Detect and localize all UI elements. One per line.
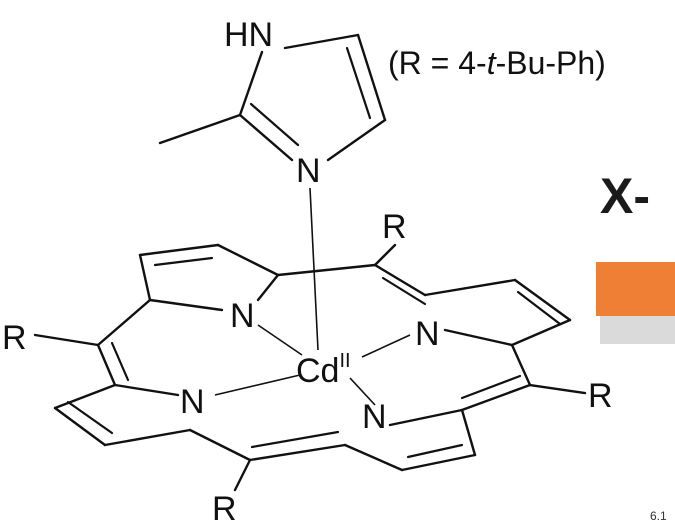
coordination-bonds <box>214 187 411 406</box>
atom-labels: HN N N N N N CdII R R R R <box>2 16 613 528</box>
bond <box>248 443 347 462</box>
bond <box>216 243 280 277</box>
substituent-definition: (R = 4-t-Bu-Ph) <box>388 45 606 81</box>
bond <box>148 298 224 312</box>
bond-cd-imidazole-n <box>309 187 319 351</box>
bond-double <box>153 256 214 267</box>
accent-bar <box>596 262 675 316</box>
substituent-r-left: R <box>2 319 27 357</box>
atom-n-bottom: N <box>362 398 387 436</box>
note-close: -Bu-Ph) <box>496 45 606 81</box>
bond-c2-nh <box>238 50 264 117</box>
bond <box>388 408 464 427</box>
bond <box>400 453 477 472</box>
bond <box>138 253 152 302</box>
bond-methyl <box>158 113 242 145</box>
bond <box>276 263 377 277</box>
bond-double <box>110 341 130 382</box>
bond <box>510 343 532 387</box>
bond-double <box>406 443 464 459</box>
bond <box>513 278 572 322</box>
bond-double <box>250 430 340 449</box>
bond-r-top <box>373 243 397 267</box>
atom-imidazole-n: N <box>296 152 321 190</box>
substituent-r-right: R <box>588 377 613 415</box>
bond-nh-c5 <box>283 33 360 50</box>
metal-symbol: Cd <box>296 352 339 390</box>
bond-cd-n-top <box>257 324 303 356</box>
atom-n-left: N <box>180 383 205 421</box>
bond <box>188 428 252 462</box>
bond-cd-n-bottom <box>349 377 376 406</box>
bond-double <box>381 276 427 306</box>
bond <box>423 278 517 297</box>
bond <box>96 298 152 347</box>
bond <box>256 273 280 302</box>
bond-cd-n-left <box>214 374 301 396</box>
bond-c2-n3 <box>238 113 294 162</box>
bond <box>103 428 192 447</box>
bond-c2-n3-double <box>249 102 300 147</box>
bond <box>53 406 107 447</box>
note-italic: t <box>487 45 497 81</box>
oxidation-state: II <box>339 350 350 372</box>
imidazole-ring <box>158 33 387 162</box>
bond-double <box>516 290 562 326</box>
side-heading: X- <box>600 168 650 224</box>
bond <box>138 243 220 257</box>
bond <box>460 383 532 412</box>
bond <box>460 408 477 457</box>
bond-r-right <box>528 383 587 395</box>
bond <box>510 318 572 347</box>
substituent-r-top: R <box>382 208 407 246</box>
atom-cadmium: CdII <box>296 350 351 390</box>
bond <box>443 328 514 347</box>
substituent-r-bottom: R <box>212 490 237 528</box>
atom-hn: HN <box>224 16 273 54</box>
bond <box>53 383 117 410</box>
porphyrin-ring <box>33 243 587 492</box>
bond-r-left <box>33 333 100 347</box>
bond-double <box>460 374 522 400</box>
atom-n-right: N <box>415 315 440 353</box>
bond-double <box>66 400 114 435</box>
accent-bar-group <box>596 262 675 344</box>
bond-cd-n-right <box>361 334 411 358</box>
note-open: (R = 4- <box>388 45 487 81</box>
bond <box>113 383 180 397</box>
bond-r-bottom <box>233 458 252 492</box>
bond <box>343 443 404 472</box>
bond-c4-n3 <box>326 118 387 162</box>
atom-n-top: N <box>230 297 255 335</box>
bond-c5-c4 <box>356 33 387 122</box>
bond-c5-c4-double <box>345 46 372 120</box>
bond <box>373 263 427 297</box>
bond <box>96 343 117 387</box>
page-number: 6.1 <box>650 509 667 523</box>
